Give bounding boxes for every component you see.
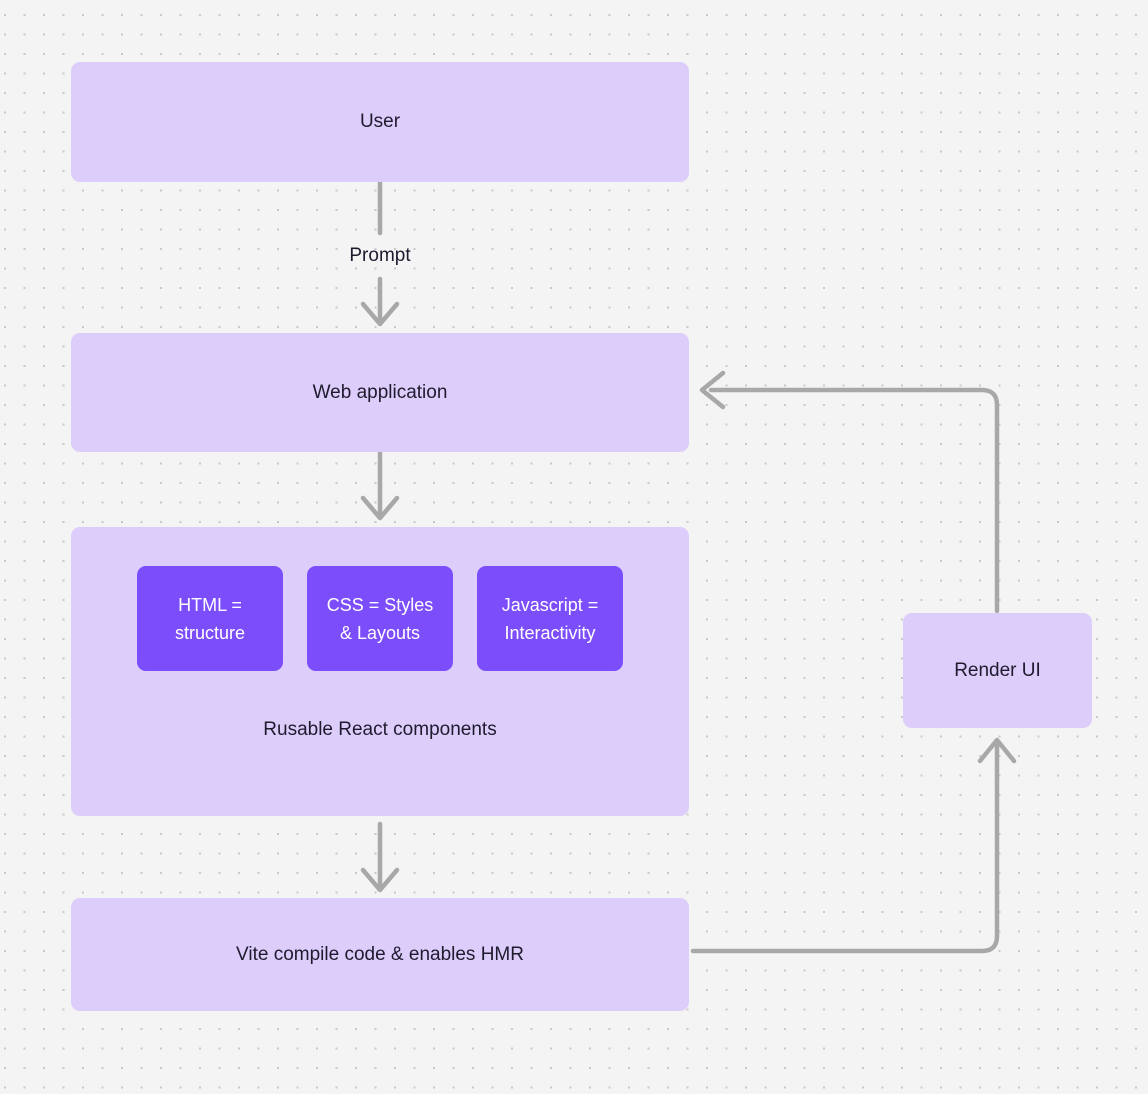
edge-render-to-web (708, 387, 1000, 614)
node-web-application[interactable]: Web application (71, 333, 689, 452)
node-html-label-line2: structure (174, 622, 246, 643)
node-render-ui[interactable]: Render UI (903, 613, 1092, 728)
edge-user-to-web-arrowhead (360, 301, 400, 327)
edge-web-to-components-arrowhead (360, 495, 400, 521)
node-web-application-label: Web application (312, 381, 448, 403)
node-vite[interactable]: Vite compile code & enables HMR (71, 898, 689, 1011)
edge-vite-to-render-arrowhead (977, 737, 1017, 764)
node-css-label-line2: & Layouts (339, 622, 421, 643)
edge-components-to-vite-arrowhead (360, 867, 400, 893)
node-components-group[interactable]: HTML = structure CSS = Styles & Layouts … (71, 527, 689, 816)
node-javascript[interactable]: Javascript = Interactivity (477, 566, 623, 671)
node-javascript-label-line1: Javascript = (501, 594, 599, 615)
node-user-label: User (359, 111, 401, 132)
edge-label-prompt: Prompt (349, 245, 411, 266)
edge-render-to-web-arrowhead (699, 370, 726, 410)
node-css[interactable]: CSS = Styles & Layouts (307, 566, 453, 671)
node-css-label-line1: CSS = Styles (326, 594, 434, 615)
node-html-label-line1: HTML = (178, 594, 242, 615)
edge-vite-to-render (690, 743, 1000, 954)
node-javascript-label-line2: Interactivity (504, 622, 596, 643)
node-components-group-caption: Rusable React components (263, 719, 497, 740)
node-render-ui-label: Render UI (954, 659, 1041, 681)
node-user[interactable]: User (71, 62, 689, 182)
node-html[interactable]: HTML = structure (137, 566, 283, 671)
node-vite-label: Vite compile code & enables HMR (236, 943, 524, 965)
